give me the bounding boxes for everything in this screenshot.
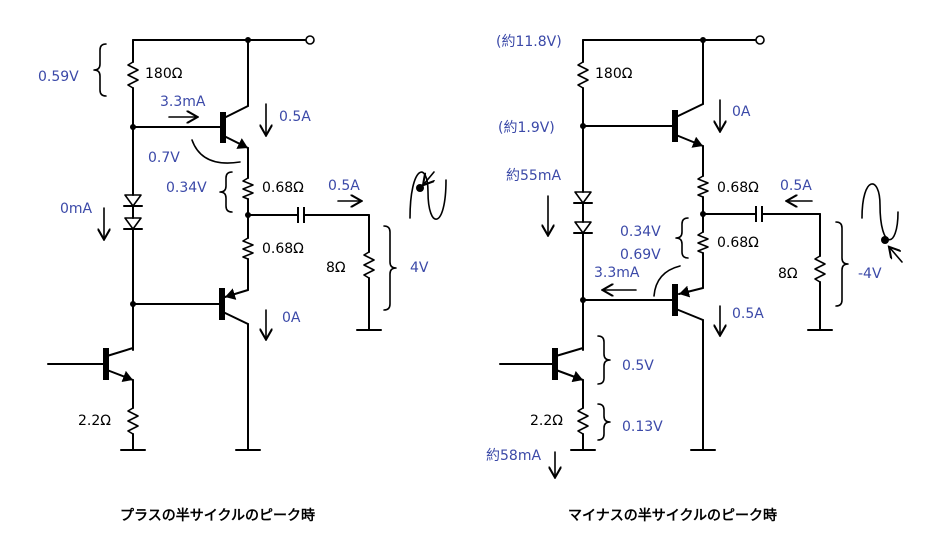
diode-1 [124, 194, 142, 207]
label-r068a: 0.68Ω [717, 180, 759, 196]
label-r8: 8Ω [778, 266, 798, 282]
caption-positive: プラスの半サイクルのピーク時 [120, 507, 315, 524]
label-v-r180: 0.59V [38, 69, 79, 85]
left-circuit: 0.59V 180Ω 3.3mA 0.5A 0.7V 0.34V 0.68Ω 0… [38, 35, 447, 524]
label-v-r068: 0.34V [620, 224, 661, 240]
label-v-out: -4V [858, 266, 882, 282]
resistor-180 [127, 61, 139, 89]
label-i-bottom: 0.5A [732, 306, 764, 322]
label-r068a: 0.68Ω [262, 180, 304, 196]
label-r068b: 0.68Ω [262, 241, 304, 257]
label-r22: 2.2Ω [530, 413, 563, 429]
resistor-2-2 [577, 407, 589, 435]
label-i-base: 3.3mA [160, 94, 206, 110]
diode-1 [574, 191, 592, 204]
resistor-068-bottom [697, 231, 709, 254]
waveform-negative [861, 183, 899, 241]
label-v-r22: 0.13V [622, 419, 663, 435]
label-r8: 8Ω [326, 260, 346, 276]
resistor-068-top [242, 177, 254, 200]
label-i-top: 0.5A [279, 109, 311, 125]
label-i-diode: 約55mA [506, 168, 561, 184]
resistor-2-2 [127, 407, 139, 435]
speaker-load-8ohm [363, 251, 375, 279]
label-r22: 2.2Ω [78, 413, 111, 429]
label-i-out: 0.5A [328, 178, 360, 194]
label-i-base: 3.3mA [594, 265, 640, 281]
waveform-positive [409, 171, 447, 220]
resistor-068-bottom [242, 237, 254, 260]
label-v-be-drv: 0.5V [622, 358, 654, 374]
diode-2 [574, 221, 592, 234]
label-i-bottom: 0A [282, 310, 301, 326]
label-vbe: 0.69V [620, 247, 661, 263]
label-v-r068: 0.34V [166, 180, 207, 196]
label-v-supply: (約11.8V) [496, 34, 562, 50]
label-vbe: 0.7V [148, 150, 180, 166]
resistor-068-top [697, 175, 709, 198]
label-i-top: 0A [732, 104, 751, 120]
brace-v-r180 [93, 43, 107, 97]
label-i-out: 0.5A [780, 178, 812, 194]
label-r068b: 0.68Ω [717, 235, 759, 251]
brace-vout [383, 225, 397, 311]
supply-terminal [305, 35, 315, 45]
label-r180: 180Ω [145, 66, 183, 82]
label-v-node: (約1.9V) [498, 120, 555, 136]
caption-negative: マイナスの半サイクルのピーク時 [568, 507, 777, 524]
resistor-180 [577, 61, 589, 89]
label-i-diode: 0mA [60, 201, 93, 217]
label-r180: 180Ω [595, 66, 633, 82]
speaker-load-8ohm [814, 255, 826, 283]
diode-2 [124, 217, 142, 230]
label-i-drv: 約58mA [486, 448, 541, 464]
label-v-out: 4V [410, 260, 429, 276]
right-circuit: (約11.8V) 180Ω (約1.9V) 0A 約55mA 0.68Ω 0.5… [486, 34, 903, 524]
